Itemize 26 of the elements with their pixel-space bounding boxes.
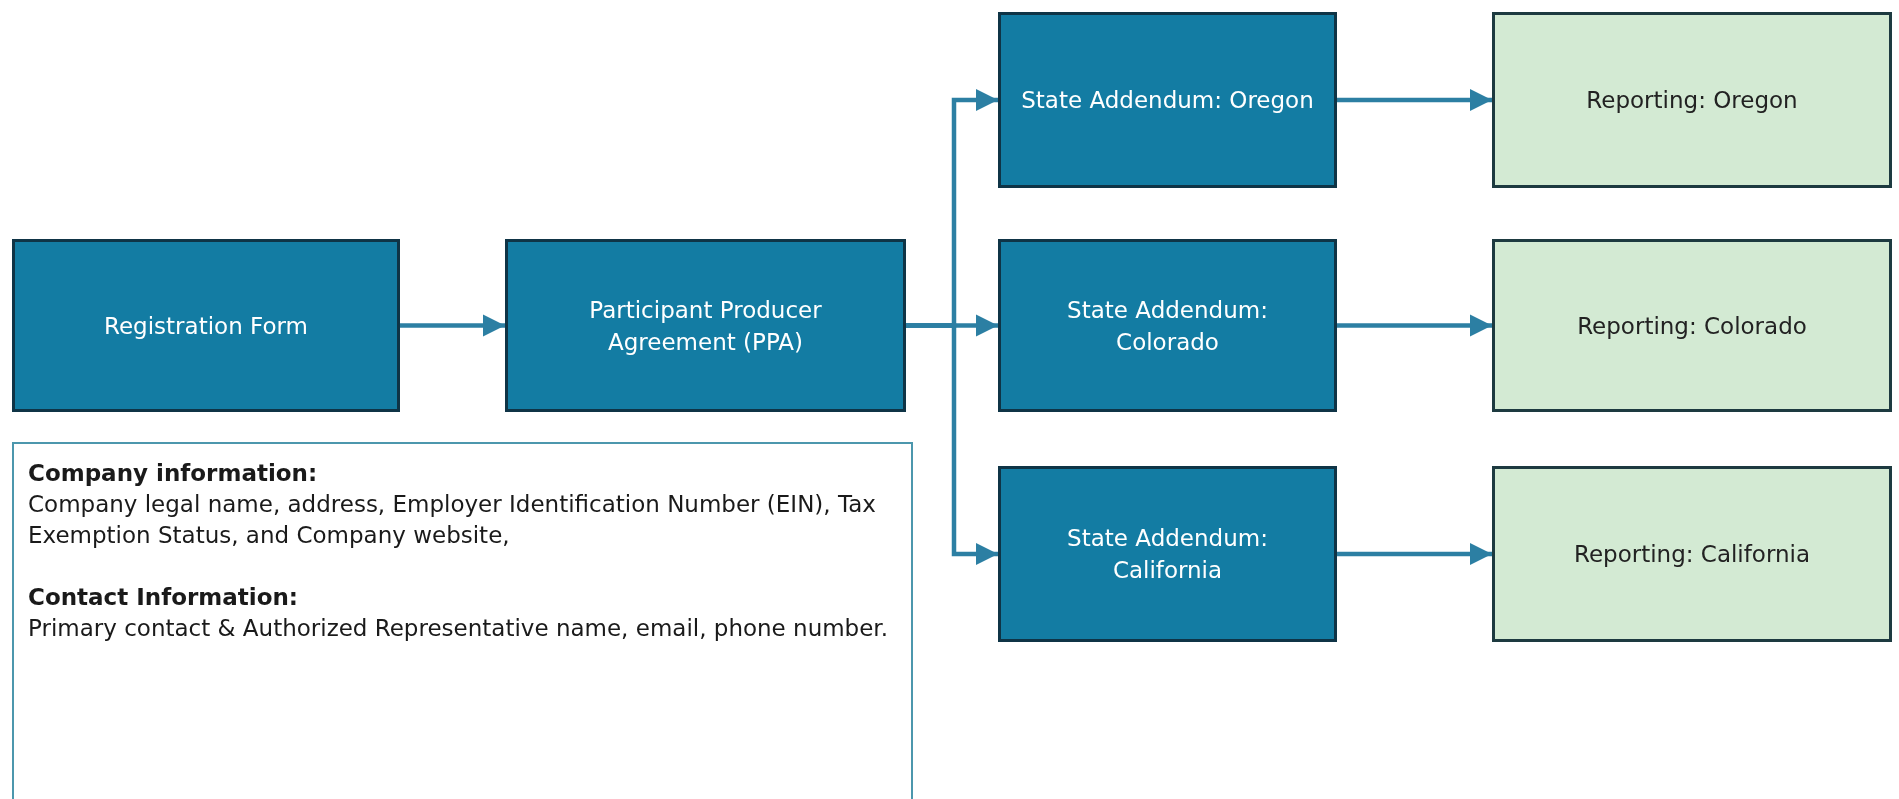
box-label: Participant Producer Agreement (PPA) <box>588 295 823 357</box>
section-text: Company legal name, address, Employer Identification Number (EIN), Tax Exemption Status, and Company website, <box>28 490 877 550</box>
section-heading: Company information: <box>28 459 319 488</box>
box-label: Reporting: Oregon <box>1585 86 1799 115</box>
box-label: Reporting: Colorado <box>1576 311 1808 341</box>
note-panel <box>12 442 913 799</box>
process-box <box>12 239 400 412</box>
arrow <box>1337 542 1492 566</box>
arrow <box>400 314 505 337</box>
box-label: Registration Form <box>103 311 309 341</box>
process-box <box>998 239 1337 412</box>
box-label: State Addendum: Oregon <box>1020 86 1315 115</box>
arrow <box>1337 88 1492 112</box>
box-label: State Addendum: Colorado <box>1066 295 1269 357</box>
box-label: State Addendum: California <box>1066 524 1269 585</box>
process-box <box>998 12 1337 188</box>
arrow <box>1337 314 1492 337</box>
section-text: Primary contact & Authorized Representative name, email, phone number. <box>28 614 890 643</box>
process-box <box>1492 466 1892 642</box>
section-heading: Contact Information: <box>28 583 300 612</box>
box-label: Reporting: California <box>1572 540 1812 569</box>
arrow <box>906 323 998 566</box>
process-box <box>998 466 1337 642</box>
process-box <box>1492 12 1892 188</box>
process-box <box>505 239 906 412</box>
process-box <box>1492 239 1892 412</box>
